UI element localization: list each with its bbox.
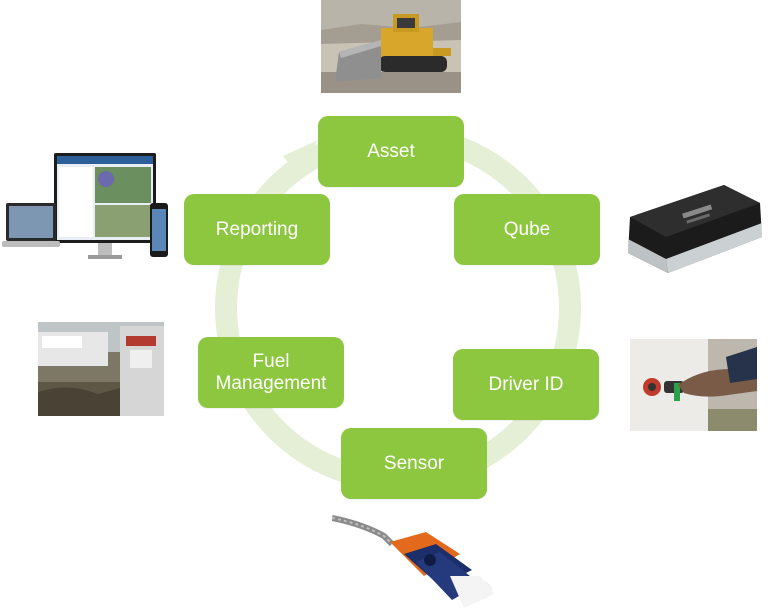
node-fuel-management-label-line2: Management	[215, 372, 327, 394]
node-driver-id: Driver ID	[453, 349, 599, 420]
driver-id-image	[630, 339, 757, 431]
node-asset-label: Asset	[367, 140, 415, 162]
node-fuel-management: Fuel Management	[198, 337, 344, 408]
fuel-sensor-image	[332, 514, 503, 613]
qube-device-image	[612, 179, 768, 282]
node-sensor: Sensor	[341, 428, 487, 499]
fuel-site-image	[38, 322, 164, 416]
node-qube: Qube	[454, 194, 600, 265]
node-fuel-management-label-line1: Fuel	[252, 350, 290, 372]
reporting-devices-image	[2, 151, 170, 263]
bulldozer-image	[321, 0, 461, 93]
node-reporting: Reporting	[184, 194, 330, 265]
node-sensor-label: Sensor	[383, 452, 445, 474]
node-qube-label: Qube	[503, 218, 551, 240]
node-driver-id-label: Driver ID	[488, 373, 564, 395]
node-asset: Asset	[318, 116, 464, 187]
flow-arrowhead	[283, 140, 318, 172]
node-reporting-label: Reporting	[215, 218, 299, 240]
